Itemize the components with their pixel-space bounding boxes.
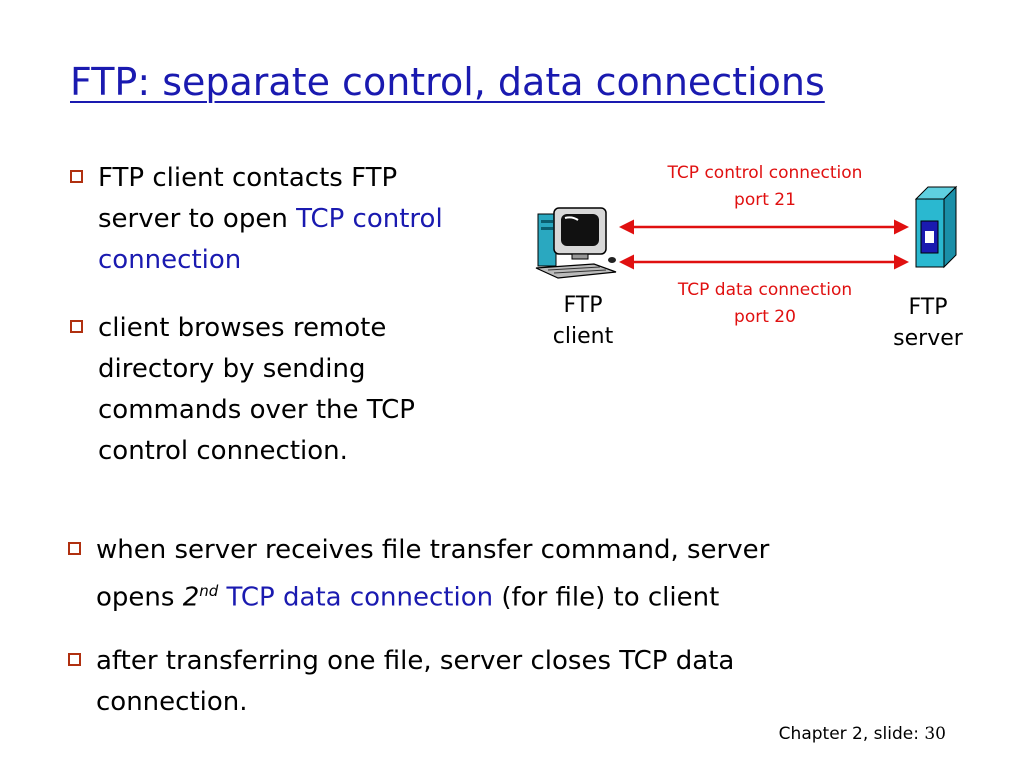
bullet-line: client browses remote <box>98 313 387 343</box>
footer-label: Chapter 2, slide: <box>778 724 925 744</box>
bullet-line: connection. <box>96 687 248 717</box>
bullet-after-transferring: after transferring one file, server clos… <box>68 641 735 723</box>
bullet-text: opens <box>96 582 183 613</box>
server-label-line: FTP <box>908 295 948 320</box>
highlight-tcp-data-connection: TCP data connection <box>226 582 494 613</box>
data-connection-label: TCP data connection port 20 <box>640 277 890 331</box>
bullet-line: FTP client contacts FTP <box>98 163 398 193</box>
client-label-line: FTP <box>563 293 603 318</box>
bullet-line: after transferring one file, server clos… <box>96 646 735 676</box>
slide-footer: Chapter 2, slide: 30 <box>779 724 946 744</box>
data-port-text: port 20 <box>734 307 796 327</box>
bullet-text: (for file) to client <box>493 582 720 613</box>
client-label-line: client <box>552 324 614 349</box>
bullet-client-browses: client browses remote directory by sendi… <box>70 308 415 472</box>
bullet-line: control connection. <box>98 436 348 466</box>
bullet-client-contacts: FTP client contacts FTP server to open T… <box>70 158 443 281</box>
bullet-line: when server receives file transfer comma… <box>96 535 770 565</box>
ftp-client-label: FTP client <box>538 290 628 352</box>
server-label-line: server <box>893 326 963 351</box>
control-label-text: TCP control connection <box>667 163 863 183</box>
control-connection-label: TCP control connection port 21 <box>640 160 890 214</box>
slide-title: FTP: separate control, data connections <box>70 60 825 104</box>
server-tower-icon <box>914 185 958 269</box>
ftp-server-label: FTP server <box>878 292 978 354</box>
data-label-text: TCP data connection <box>677 280 853 300</box>
bullet-text: server to open <box>98 204 297 234</box>
slide-number: 30 <box>924 724 946 744</box>
bullet-box-icon <box>68 542 81 555</box>
bullet-line: opens 2nd TCP data connection (for file)… <box>96 571 769 619</box>
bullet-box-icon <box>68 653 81 666</box>
ordinal-suffix: nd <box>199 582 219 600</box>
bullet-box-icon <box>70 170 83 183</box>
bullet-line: commands over the TCP <box>98 395 415 425</box>
bullet-line: directory by sending <box>98 354 366 384</box>
highlight-connection: connection <box>98 245 242 275</box>
bullet-server-receives: when server receives file transfer comma… <box>68 530 770 619</box>
highlight-tcp-control: TCP control <box>296 204 443 234</box>
bullet-box-icon <box>70 320 83 333</box>
desktop-computer-icon <box>535 207 617 279</box>
ordinal-number: 2 <box>182 582 200 613</box>
control-port-text: port 21 <box>734 190 796 210</box>
bullet-line: server to open TCP control <box>98 199 443 240</box>
